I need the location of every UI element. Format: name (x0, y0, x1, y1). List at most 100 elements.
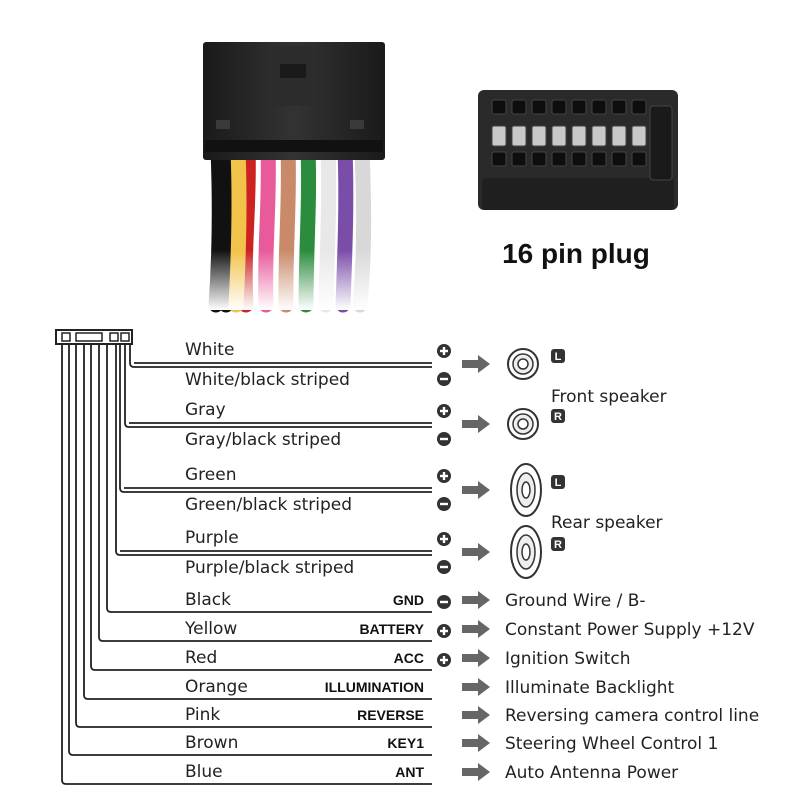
speaker-badge (551, 537, 565, 551)
harness-tab-right (350, 120, 364, 129)
plug-pin (511, 125, 527, 147)
connector-symbol-pin (61, 332, 71, 342)
arrow-right-icon (462, 543, 490, 561)
arrow-right-icon (462, 355, 490, 373)
wire-label: Yellow (184, 619, 237, 639)
wire-line (119, 344, 432, 493)
minus-sign-icon (437, 497, 451, 511)
speaker-badge-letter: L (555, 351, 562, 363)
speaker-badge-letter: R (554, 411, 562, 423)
minus-sign-icon (437, 595, 451, 609)
wire-line (106, 344, 432, 613)
speaker-icon: L (510, 463, 565, 517)
plug-pin (611, 151, 627, 167)
wire-line (83, 344, 432, 700)
wire-function: Constant Power Supply +12V (505, 620, 755, 640)
harness-photo (190, 42, 390, 313)
wire-code: REVERSE (357, 707, 424, 723)
wire-label: Brown (185, 733, 238, 753)
wire-function: Ground Wire / B- (505, 591, 646, 611)
wire-line (61, 344, 432, 785)
wire-line (75, 344, 432, 728)
wire-code: GND (393, 592, 424, 608)
wire-label: Pink (185, 705, 220, 725)
plug-pin (551, 125, 567, 147)
plus-sign-icon (437, 344, 451, 358)
wire-label: Purple/black striped (185, 558, 354, 578)
arrow-right-icon (462, 620, 490, 638)
wire-label: Red (185, 648, 217, 668)
plug-pin (551, 99, 567, 115)
wire-code: ANT (395, 764, 424, 780)
speaker-badge-letter: L (555, 477, 562, 489)
wire-label: Green (185, 465, 236, 485)
connector-symbol-pin (109, 332, 119, 342)
wire-function: Ignition Switch (505, 649, 630, 669)
plug-pin (491, 125, 507, 147)
arrow-right-icon (462, 649, 490, 667)
wire-label: Orange (185, 677, 248, 697)
harness-connector-lip (205, 140, 383, 152)
wire-line (124, 344, 432, 428)
plug-pin (591, 151, 607, 167)
wire-label: Green/black striped (185, 495, 352, 515)
plug-pin (511, 151, 527, 167)
plug-pin (611, 99, 627, 115)
plug-pin (491, 151, 507, 167)
wire-code: KEY1 (387, 735, 424, 751)
plug-pin (631, 125, 647, 147)
harness-fade (190, 250, 390, 310)
function-labels: Ground Wire / B- Constant Power Supply +1… (505, 591, 759, 783)
minus-sign-icon (437, 372, 451, 386)
arrow-right-icon (462, 415, 490, 433)
plug-pin (631, 99, 647, 115)
wire-label: Gray/black striped (185, 430, 341, 450)
plug-photo: 16 pin plug (478, 90, 678, 269)
harness-latch-slot (280, 64, 306, 78)
arrow-right-icon (462, 763, 490, 781)
polarity-signs (437, 344, 451, 667)
wire-line (68, 344, 432, 756)
arrows (462, 355, 490, 781)
plug-pin (611, 125, 627, 147)
plug-pin (531, 99, 547, 115)
wire-code: BATTERY (359, 621, 424, 637)
wire-label: White/black striped (185, 370, 350, 390)
plug-pin (571, 125, 587, 147)
wire-label: Purple (185, 528, 239, 548)
wire-code: ACC (394, 650, 424, 666)
wire-line (115, 344, 432, 556)
harness-tab-left (216, 120, 230, 129)
arrow-right-icon (462, 591, 490, 609)
arrow-right-icon (462, 706, 490, 724)
plug-key (649, 105, 673, 181)
minus-sign-icon (437, 432, 451, 446)
speaker-badge (551, 409, 565, 423)
connector-symbol-pin (75, 332, 103, 342)
speaker-icon: R (507, 408, 565, 440)
wire-line (90, 344, 432, 671)
connector-symbol-pin (120, 332, 130, 342)
wire-function: Reversing camera control line (505, 706, 759, 726)
speaker-icon: L (507, 348, 565, 380)
plug-pin-grid (491, 99, 673, 181)
plus-sign-icon (437, 469, 451, 483)
front-speaker-label: Front speaker (551, 387, 667, 407)
minus-sign-icon (437, 560, 451, 574)
wire-label: Black (185, 590, 231, 610)
plug-pin (591, 99, 607, 115)
wire-label: White (185, 340, 234, 360)
wire-label: Blue (185, 762, 223, 782)
plus-sign-icon (437, 532, 451, 546)
wire-function: Illuminate Backlight (505, 678, 675, 698)
arrow-right-icon (462, 734, 490, 752)
plug-pin (571, 99, 587, 115)
wire-code: ILLUMINATION (325, 679, 424, 695)
speaker-badge (551, 349, 565, 363)
wire-label: Gray (185, 400, 226, 420)
connector-symbol (55, 329, 133, 345)
plug-pin (551, 151, 567, 167)
plug-pin (571, 151, 587, 167)
